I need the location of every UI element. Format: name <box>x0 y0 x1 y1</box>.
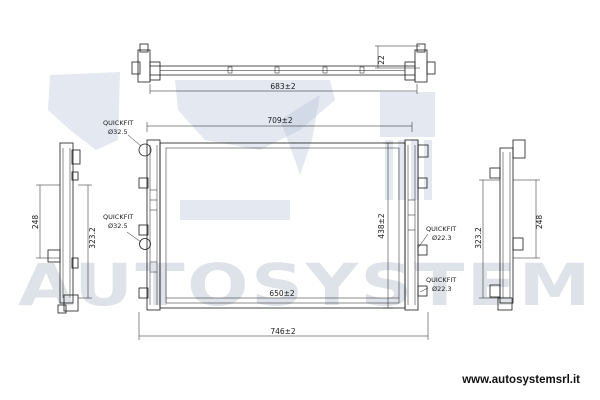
top-view: 22 683±2 <box>131 43 436 94</box>
quickfit-label-right-lower: QUICKFIT <box>426 276 456 284</box>
left-side-view: 248 323.2 <box>31 142 97 314</box>
front-view: 709±2 438±2 650±2 <box>103 116 456 340</box>
quickfit-label-left-lower: QUICKFIT <box>103 213 133 221</box>
dim-core-bottom-width: 650±2 <box>269 289 295 298</box>
dim-right-inner: 248 <box>535 215 544 230</box>
dim-left-inner: 248 <box>31 215 40 230</box>
dim-left-outer: 323.2 <box>88 227 97 249</box>
dim-top-bar-length: 683±2 <box>270 82 296 91</box>
watermark-text: AUTOSYSTEM <box>18 251 593 319</box>
quickfit-size-left-lower: Ø32.5 <box>108 222 128 230</box>
watermark: AUTOSYSTEM <box>18 72 593 319</box>
quickfit-size-left-upper: Ø32.5 <box>108 128 128 136</box>
website-url[interactable]: www.autosystemsrl.it <box>462 374 580 386</box>
dim-top-bar-height: 22 <box>377 55 386 65</box>
dim-core-top-width: 709±2 <box>267 116 293 125</box>
dim-overall-width: 746±2 <box>270 327 296 336</box>
quickfit-label-left-upper: QUICKFIT <box>103 119 133 127</box>
quickfit-size-right-lower: Ø22.3 <box>432 285 452 293</box>
dim-core-height: 438±2 <box>377 213 386 239</box>
quickfit-label-right-upper: QUICKFIT <box>426 225 456 233</box>
right-side-view: 323.2 248 <box>474 139 544 311</box>
dim-right-outer: 323.2 <box>474 227 483 249</box>
quickfit-size-right-upper: Ø22.3 <box>432 234 452 242</box>
